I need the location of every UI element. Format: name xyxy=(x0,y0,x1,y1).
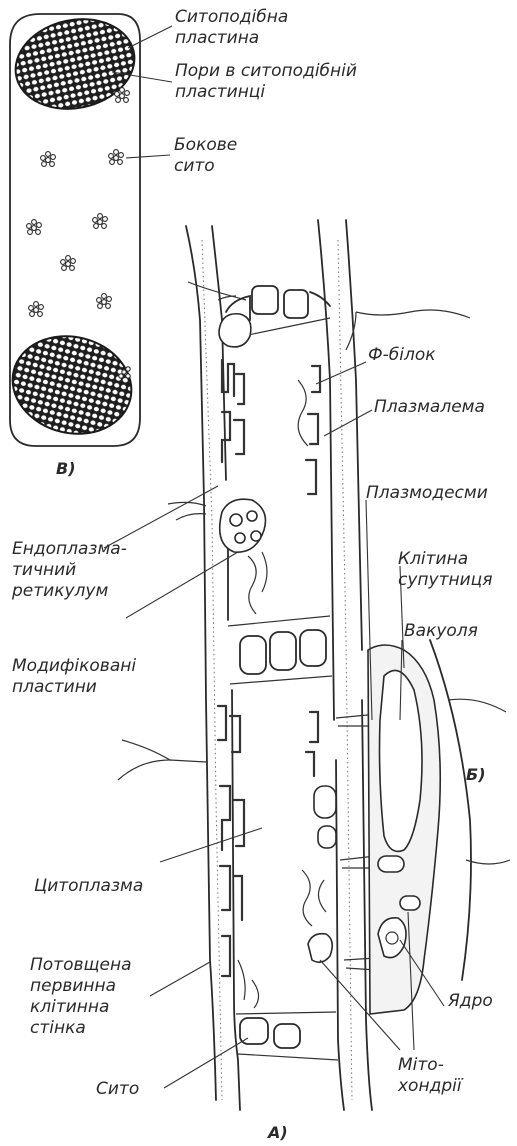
label-plasmalemma: Плазмалема xyxy=(374,397,485,417)
label-line: ретикулум xyxy=(11,581,108,601)
label-plasmodesmata: Плазмодесми xyxy=(366,483,488,503)
label-mitochondria: Міто-хондрії xyxy=(397,1055,464,1096)
label-line: Плазмалема xyxy=(374,397,485,417)
sieve-plate-middle xyxy=(228,616,332,684)
label-line: первинна xyxy=(30,976,116,996)
label-line: Ф-білок xyxy=(368,345,436,365)
label-line: Міто- xyxy=(398,1055,444,1075)
label-line: пластина xyxy=(175,28,259,48)
sieve-plate-bottom xyxy=(2,324,142,446)
label-line: Сито xyxy=(96,1079,139,1099)
label-line: Бокове xyxy=(174,135,237,155)
label-line: стінка xyxy=(30,1018,86,1038)
label-line: хондрії xyxy=(397,1076,464,1096)
label-line: Ендоплазма- xyxy=(12,539,127,559)
label-sieve: Сито xyxy=(96,1079,139,1099)
lateral-sieve-areas xyxy=(27,88,131,379)
label-nucleus: Ядро xyxy=(447,991,493,1011)
label-line: Ситоподібна xyxy=(175,7,288,27)
label-line: пластинці xyxy=(175,82,265,102)
label-line: сито xyxy=(174,156,215,176)
label-line: тичний xyxy=(12,560,76,580)
label-line: Вакуоля xyxy=(404,621,478,641)
label-line: Плазмодесми xyxy=(366,483,488,503)
label-vacuole: Вакуоля xyxy=(404,621,478,641)
companion-cell xyxy=(368,640,510,1014)
label-line: Клітина xyxy=(398,549,468,569)
sieve-plate-lower xyxy=(236,1012,338,1060)
label-cytoplasm: Цитоплазма xyxy=(34,876,143,896)
label-line: супутниця xyxy=(398,570,492,590)
label-line: Ядро xyxy=(447,991,493,1011)
sieve-plate-top xyxy=(7,8,143,119)
label-line: Пори в ситоподібній xyxy=(175,61,357,81)
sieve-element-overview xyxy=(2,8,172,446)
label-p-protein: Ф-білок xyxy=(368,345,436,365)
label-panel-bb: Б) xyxy=(466,765,486,784)
companion-mitochondrion xyxy=(378,856,404,872)
label-panel-v: В) xyxy=(56,459,76,478)
label-line: Модифіковані xyxy=(12,656,136,676)
label-panel-a: А) xyxy=(266,1123,288,1142)
sieve-tube-section xyxy=(104,220,510,1110)
label-line: Потовщена xyxy=(30,955,132,975)
p-protein xyxy=(248,380,326,1008)
label-line: Цитоплазма xyxy=(34,876,143,896)
label-line: клітинна xyxy=(30,997,109,1017)
label-line: пластини xyxy=(12,677,97,697)
